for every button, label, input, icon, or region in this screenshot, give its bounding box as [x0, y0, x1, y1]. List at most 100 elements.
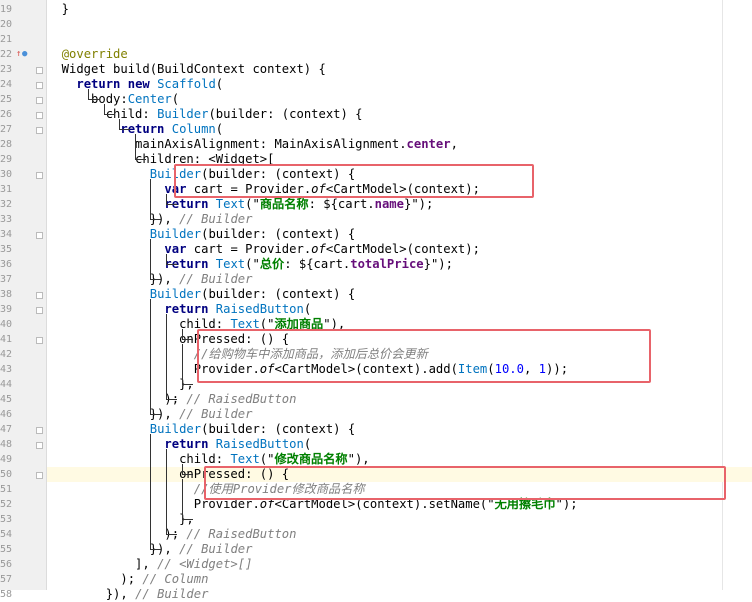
fold-toggle-icon[interactable]: [36, 112, 43, 119]
fold-toggle-icon[interactable]: [36, 337, 43, 344]
code-line[interactable]: }: [47, 2, 752, 17]
code-token: body:: [91, 92, 128, 106]
code-token: <CartModel>(context);: [325, 182, 480, 196]
code-line[interactable]: },: [47, 512, 752, 527]
code-line[interactable]: child: Builder(builder: (context) {: [47, 107, 752, 122]
code-line[interactable]: var cart = Provider.of<CartModel>(contex…: [47, 182, 752, 197]
line-number: 20: [0, 19, 13, 30]
code-line[interactable]: }), // Builder: [47, 212, 752, 227]
indent-guide-line: [166, 314, 167, 400]
fold-toggle-icon[interactable]: [36, 82, 43, 89]
code-line[interactable]: [47, 32, 752, 47]
code-token-cls: Text: [230, 317, 260, 331]
fold-toggle-icon[interactable]: [36, 292, 43, 299]
code-line[interactable]: children: <Widget>[: [47, 152, 752, 167]
fold-toggle-icon[interactable]: [36, 97, 43, 104]
code-line[interactable]: ], // <Widget>[]: [47, 557, 752, 572]
code-token: (builder: (context) {: [201, 422, 356, 436]
code-line[interactable]: ); // RaisedButton: [47, 527, 752, 542]
bookmark-icon[interactable]: ●: [22, 49, 28, 59]
indent-guide-line: [181, 329, 183, 340]
code-line[interactable]: return new Scaffold(: [47, 77, 752, 92]
code-token: (builder: (context) {: [201, 227, 356, 241]
indent-guide-tick: [166, 534, 177, 535]
indent-guide-line: [150, 179, 152, 220]
fold-toggle-icon[interactable]: [36, 67, 43, 74]
line-number: 27: [0, 124, 13, 135]
line-number: 46: [0, 409, 13, 420]
code-line[interactable]: Builder(builder: (context) {: [47, 227, 752, 242]
code-token: children: <Widget>[: [47, 152, 275, 166]
code-token-cls: Text: [215, 257, 246, 271]
code-line[interactable]: Builder(builder: (context) {: [47, 422, 752, 437]
code-token: (: [303, 302, 312, 316]
code-line[interactable]: return Text("商品名称: ${cart.name}");: [47, 197, 752, 212]
override-marker-icon[interactable]: ↑: [16, 49, 22, 59]
code-line[interactable]: return Text("总价: ${cart.totalPrice}");: [47, 257, 752, 272]
code-token-field: name: [374, 197, 404, 211]
code-line[interactable]: return RaisedButton(: [47, 437, 752, 452]
code-line[interactable]: @override: [47, 47, 752, 62]
code-line[interactable]: Builder(builder: (context) {: [47, 167, 752, 182]
line-number: 54: [0, 529, 13, 540]
code-token: },: [47, 377, 194, 391]
code-line[interactable]: ); // RaisedButton: [47, 392, 752, 407]
code-token: [47, 347, 194, 361]
line-number: 35: [0, 244, 13, 255]
code-line[interactable]: }), // Builder: [47, 272, 752, 287]
line-number: 40: [0, 319, 13, 330]
code-line[interactable]: child: Text("添加商品"),: [47, 317, 752, 332]
code-line[interactable]: //给购物车中添加商品，添加后总价会更新: [47, 347, 752, 362]
code-token: (: [215, 122, 224, 136]
code-line[interactable]: Provider.of<CartModel>(context).setName(…: [47, 497, 752, 512]
code-token: }),: [47, 587, 136, 601]
code-token: [47, 422, 150, 436]
fold-toggle-icon[interactable]: [36, 442, 43, 449]
code-line[interactable]: Builder(builder: (context) {: [47, 287, 752, 302]
code-token-kw: return: [76, 77, 121, 91]
code-line[interactable]: return Column(: [47, 122, 752, 137]
code-token-cls: RaisedButton: [215, 437, 304, 451]
code-token-cmt: // Column: [142, 572, 209, 586]
code-token-kw: return: [164, 437, 209, 451]
code-token-cmt: // <Widget>[]: [157, 557, 253, 571]
code-line[interactable]: }), // Builder: [47, 542, 752, 557]
code-line[interactable]: return RaisedButton(: [47, 302, 752, 317]
indent-guide-tick: [134, 159, 146, 160]
line-number: 38: [0, 289, 13, 300]
code-token-cls: Text: [230, 452, 260, 466]
code-line[interactable]: ); // Column: [47, 572, 752, 587]
code-line[interactable]: onPressed: () {: [47, 467, 752, 482]
highlight-box: [174, 164, 534, 198]
fold-toggle-icon[interactable]: [36, 172, 43, 179]
code-token-field: center: [406, 137, 451, 151]
code-token-it: of: [311, 242, 326, 256]
code-token: (": [245, 257, 260, 271]
code-line[interactable]: body:Center(: [47, 92, 752, 107]
code-line[interactable]: mainAxisAlignment: MainAxisAlignment.cen…: [47, 137, 752, 152]
code-token-kw: return: [164, 197, 209, 211]
line-number: 56: [0, 559, 13, 570]
code-line[interactable]: }), // Builder: [47, 587, 752, 602]
indent-guide-tick: [88, 99, 99, 100]
code-token: (": [259, 317, 275, 331]
code-token: [47, 77, 76, 91]
fold-toggle-icon[interactable]: [36, 307, 43, 314]
fold-toggle-icon[interactable]: [36, 472, 43, 479]
code-line[interactable]: var cart = Provider.of<CartModel>(contex…: [47, 242, 752, 257]
code-line[interactable]: Widget build(BuildContext context) {: [47, 62, 752, 77]
code-token: [47, 287, 150, 301]
line-number: 52: [0, 499, 13, 510]
code-line[interactable]: child: Text("修改商品名称"),: [47, 452, 752, 467]
code-line[interactable]: [47, 17, 752, 32]
indent-guide-tick: [103, 114, 115, 115]
fold-toggle-icon[interactable]: [36, 232, 43, 239]
fold-toggle-icon[interactable]: [36, 427, 43, 434]
code-token: (": [245, 197, 260, 211]
code-line[interactable]: Provider.of<CartModel>(context).add(Item…: [47, 362, 752, 377]
fold-toggle-icon[interactable]: [36, 127, 43, 134]
code-token: [150, 77, 157, 91]
code-line[interactable]: //使用Provider修改商品名称: [47, 482, 752, 497]
